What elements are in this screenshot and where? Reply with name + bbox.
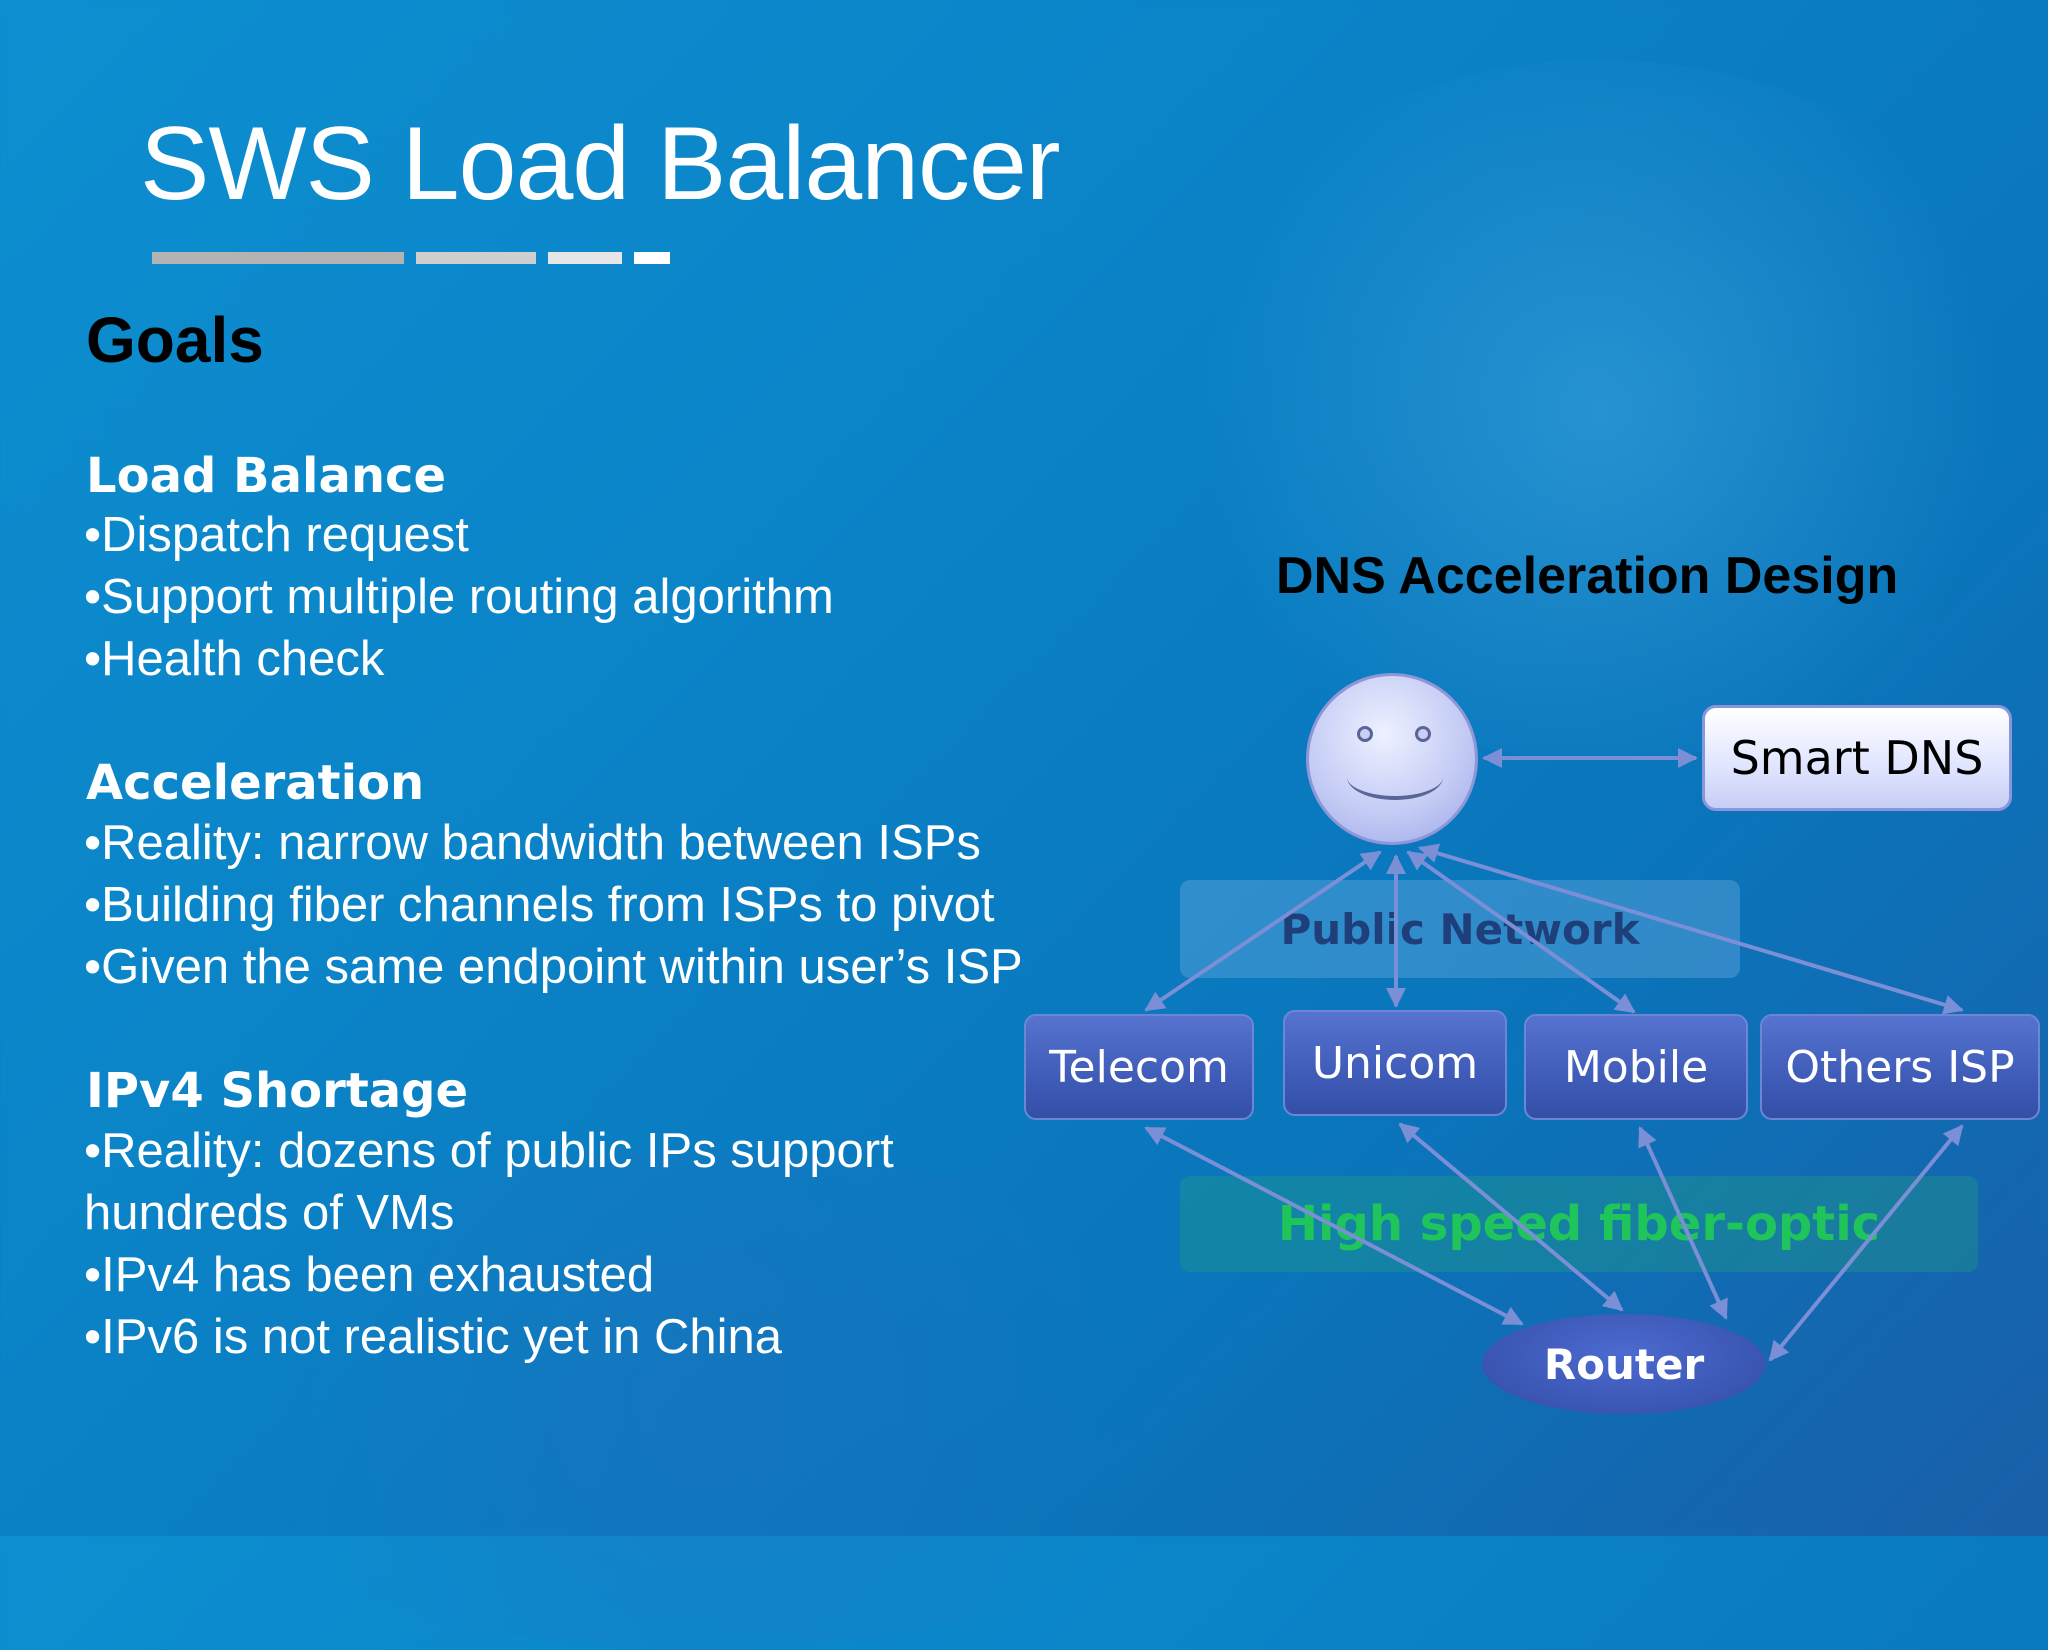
smart-dns-box: Smart DNS bbox=[1702, 705, 2012, 811]
arrow-mobile-router bbox=[1638, 1126, 1728, 1320]
bullet-item: •Health check bbox=[84, 632, 385, 686]
title-underline-segment bbox=[634, 252, 670, 264]
section-heading-ipv4-shortage: IPv4 Shortage bbox=[86, 1063, 469, 1119]
bullet-item: •Dispatch request bbox=[84, 508, 469, 562]
smiley-eye bbox=[1415, 726, 1431, 742]
bullet-item: •IPv4 has been exhausted bbox=[84, 1248, 655, 1302]
background-glow bbox=[1150, 60, 2048, 760]
bullet-item: •Building fiber channels from ISPs to pi… bbox=[84, 878, 995, 932]
arrow-user-telecom bbox=[1144, 850, 1382, 1012]
isp-label: Others ISP bbox=[1785, 1041, 2015, 1093]
arrow-others-router bbox=[1768, 1124, 1964, 1362]
isp-label: Telecom bbox=[1049, 1041, 1229, 1093]
title-underline-segment bbox=[548, 252, 622, 264]
smiley-face-icon bbox=[1306, 673, 1478, 845]
bullet-item: •Given the same endpoint within user’s I… bbox=[84, 940, 1023, 994]
title-underline-segment bbox=[152, 252, 404, 264]
smart-dns-label: Smart DNS bbox=[1730, 731, 1984, 785]
section-heading-acceleration: Acceleration bbox=[86, 755, 425, 811]
smiley-eye bbox=[1357, 726, 1373, 742]
goals-heading: Goals bbox=[86, 304, 264, 376]
isp-box-mobile: Mobile bbox=[1524, 1014, 1748, 1120]
bullet-item: •Reality: dozens of public IPs support bbox=[84, 1124, 894, 1178]
smiley-mouth bbox=[1347, 754, 1443, 800]
diagram-title: DNS Acceleration Design bbox=[1276, 547, 1899, 605]
isp-box-others-isp: Others ISP bbox=[1760, 1014, 2040, 1120]
bullet-item: •IPv6 is not realistic yet in China bbox=[84, 1310, 783, 1364]
isp-box-telecom: Telecom bbox=[1024, 1014, 1254, 1120]
bullet-item: •Reality: narrow bandwidth between ISPs bbox=[84, 816, 981, 870]
bullet-item: hundreds of VMs bbox=[84, 1186, 455, 1240]
router-node: Router bbox=[1482, 1314, 1766, 1414]
arrow-unicom-router bbox=[1398, 1122, 1624, 1312]
slide-title: SWS Load Balancer bbox=[140, 106, 1061, 222]
arrow-telecom-router bbox=[1144, 1126, 1524, 1326]
diagram-arrows bbox=[1144, 748, 1964, 1362]
bullet-item: •Support multiple routing algorithm bbox=[84, 570, 834, 624]
section-heading-load-balance: Load Balance bbox=[86, 448, 447, 504]
isp-label: Unicom bbox=[1311, 1037, 1479, 1089]
router-label: Router bbox=[1543, 1339, 1705, 1389]
title-underline-segment bbox=[416, 252, 536, 264]
arrow-user-others bbox=[1418, 843, 1964, 1015]
isp-box-unicom: Unicom bbox=[1283, 1010, 1507, 1116]
arrow-user-mobile bbox=[1406, 850, 1636, 1014]
isp-label: Mobile bbox=[1563, 1041, 1709, 1093]
